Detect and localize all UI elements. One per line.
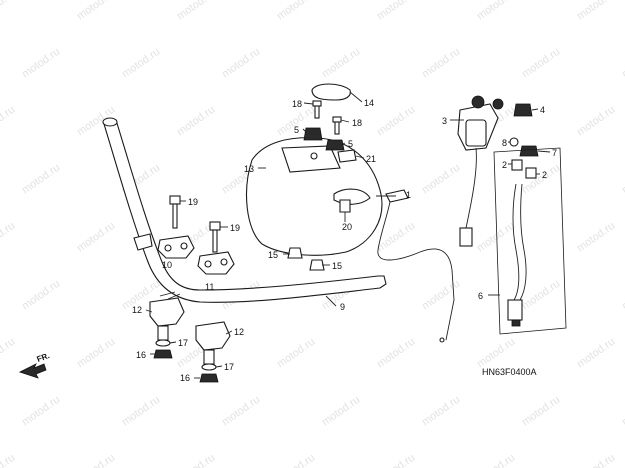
callout: 10 <box>162 260 172 270</box>
callout: 12 <box>234 327 244 337</box>
cap-7 <box>519 145 539 157</box>
bolt-19a <box>169 195 181 229</box>
callout: 17 <box>224 362 234 372</box>
washer-17a <box>155 339 171 347</box>
callout: 9 <box>340 302 345 312</box>
handlebar-pipe <box>102 117 387 303</box>
callout: 14 <box>364 98 374 108</box>
leader-lines <box>145 91 551 379</box>
callout: 19 <box>188 197 198 207</box>
upper-holder-10 <box>157 235 195 259</box>
callout: 8 <box>502 138 507 148</box>
grommet-15b <box>309 259 325 271</box>
grommet-5b <box>325 139 345 151</box>
callouts: 1 2 2 3 4 5 5 6 7 8 9 10 11 12 12 13 14 … <box>132 98 557 383</box>
nut-4 <box>513 103 533 117</box>
nut-16b <box>199 373 219 383</box>
callout: 5 <box>294 125 299 135</box>
callout: 12 <box>132 305 142 315</box>
callout: 2 <box>542 170 547 180</box>
callout: 3 <box>442 116 447 126</box>
clip-8 <box>509 137 519 147</box>
callout: 16 <box>180 373 190 383</box>
callout: 19 <box>230 223 240 233</box>
throttle-cable <box>377 189 455 343</box>
callout: 1 <box>406 190 411 200</box>
callout: 6 <box>478 291 483 301</box>
callout: 18 <box>352 118 362 128</box>
callout: 11 <box>205 282 214 292</box>
callout: 13 <box>244 164 254 174</box>
callout: 4 <box>540 105 545 115</box>
callout: 20 <box>342 222 352 232</box>
lower-holder-12b <box>195 321 231 365</box>
upper-holder-11 <box>197 251 235 275</box>
callout: 18 <box>292 99 302 109</box>
callout: 16 <box>136 350 146 360</box>
screw-18b <box>332 116 342 135</box>
clip-21 <box>337 149 357 163</box>
front-direction-label: FR. <box>36 351 51 364</box>
clip-20 <box>339 199 351 213</box>
handlebar-cover <box>246 137 383 256</box>
trim-14 <box>311 83 351 101</box>
callout: 17 <box>178 338 188 348</box>
wire-harness <box>493 147 567 335</box>
lower-holder-12a <box>149 297 185 341</box>
callout: 7 <box>552 148 557 158</box>
ignition-switch <box>457 95 504 247</box>
diagram-code: HN63F0400A <box>482 367 537 377</box>
callout: 21 <box>366 154 376 164</box>
callout: 2 <box>502 160 507 170</box>
grommet-5a <box>303 127 323 141</box>
nut-16a <box>153 349 173 359</box>
grommet-15a <box>287 247 303 259</box>
callout: 5 <box>348 139 353 149</box>
front-arrow <box>18 363 47 379</box>
bolt-19b <box>209 221 221 253</box>
screw-18a <box>312 100 322 119</box>
callout: 15 <box>332 261 342 271</box>
washer-17b <box>201 363 217 371</box>
callout: 15 <box>268 250 278 260</box>
